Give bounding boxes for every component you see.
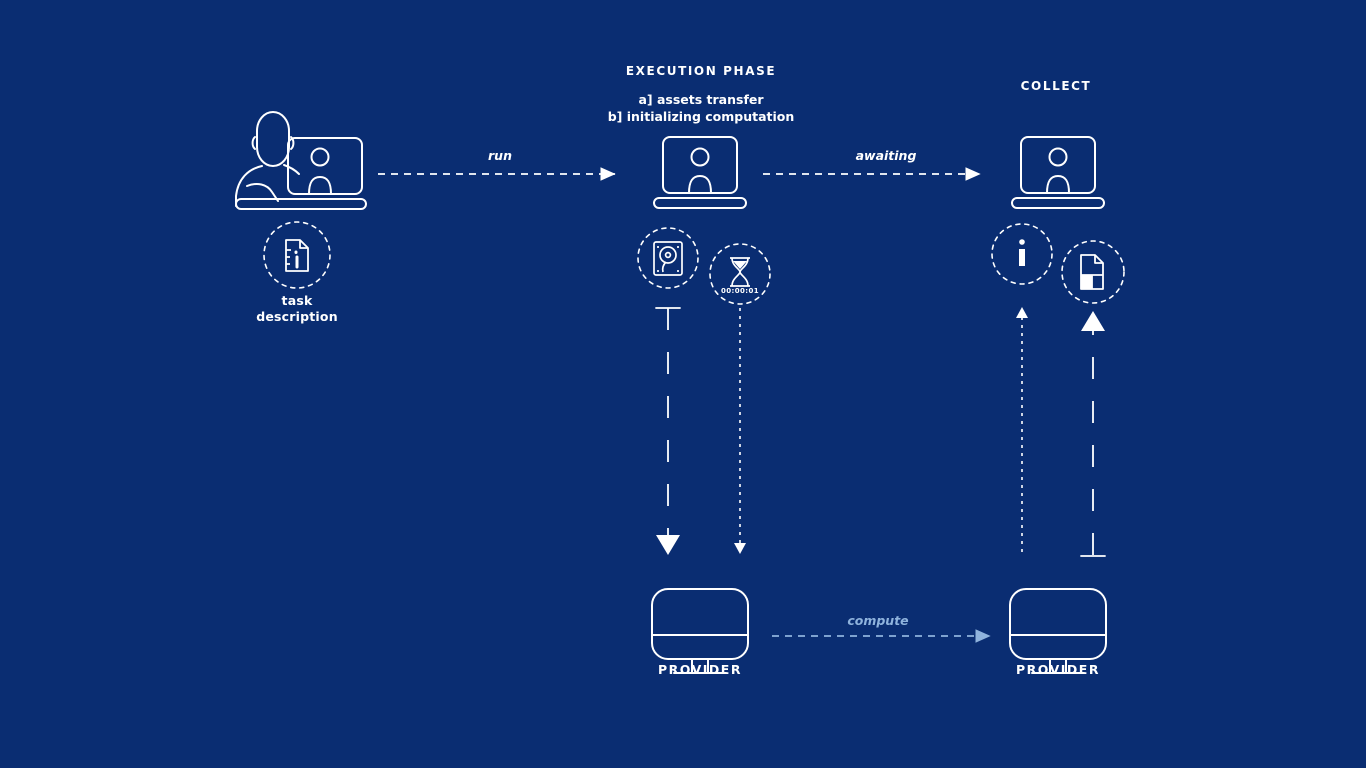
task-description-caption: task description	[256, 293, 338, 325]
person-at-monitor-icon	[235, 111, 367, 210]
task-description-caption-line2: description	[256, 309, 338, 324]
provider-right-caption: PROVIDER	[1016, 662, 1100, 677]
assets-badge	[637, 227, 699, 289]
execution-phase-substeps: a] assets transfer b] initializing compu…	[608, 91, 795, 125]
edge-assets-down	[655, 307, 681, 555]
info-badge	[991, 223, 1053, 285]
document-info-icon	[285, 239, 309, 272]
info-i-icon	[1019, 239, 1025, 266]
document-result-icon	[1080, 254, 1104, 290]
hard-disk-icon	[653, 241, 683, 276]
edge-timer-down	[734, 308, 746, 554]
execution-phase-title: EXECUTION PHASE	[625, 64, 777, 78]
provider-left-caption: PROVIDER	[658, 662, 742, 677]
edge-result-up	[1080, 311, 1106, 557]
timer-value: 00:00:01	[720, 287, 760, 295]
task-description-badge	[263, 221, 331, 289]
desktop-monitor-icon-right	[1009, 588, 1107, 674]
edge-compute-label: compute	[847, 613, 909, 628]
hourglass-icon	[730, 257, 750, 287]
edge-awaiting-label: awaiting	[855, 148, 917, 163]
execution-phase-step-b: b] initializing computation	[607, 109, 795, 124]
execution-phase-step-a: a] assets transfer	[638, 92, 764, 107]
task-description-caption-line1: task	[281, 293, 313, 308]
monitor-user-icon-execution	[653, 136, 747, 209]
collect-title: COLLECT	[1020, 79, 1092, 93]
monitor-user-icon-collect	[1011, 136, 1105, 209]
desktop-monitor-icon-left	[651, 588, 749, 674]
edge-info-up	[1016, 307, 1028, 552]
timer-badge	[709, 243, 771, 305]
edge-run-label: run	[488, 148, 512, 163]
result-file-badge	[1061, 240, 1125, 304]
